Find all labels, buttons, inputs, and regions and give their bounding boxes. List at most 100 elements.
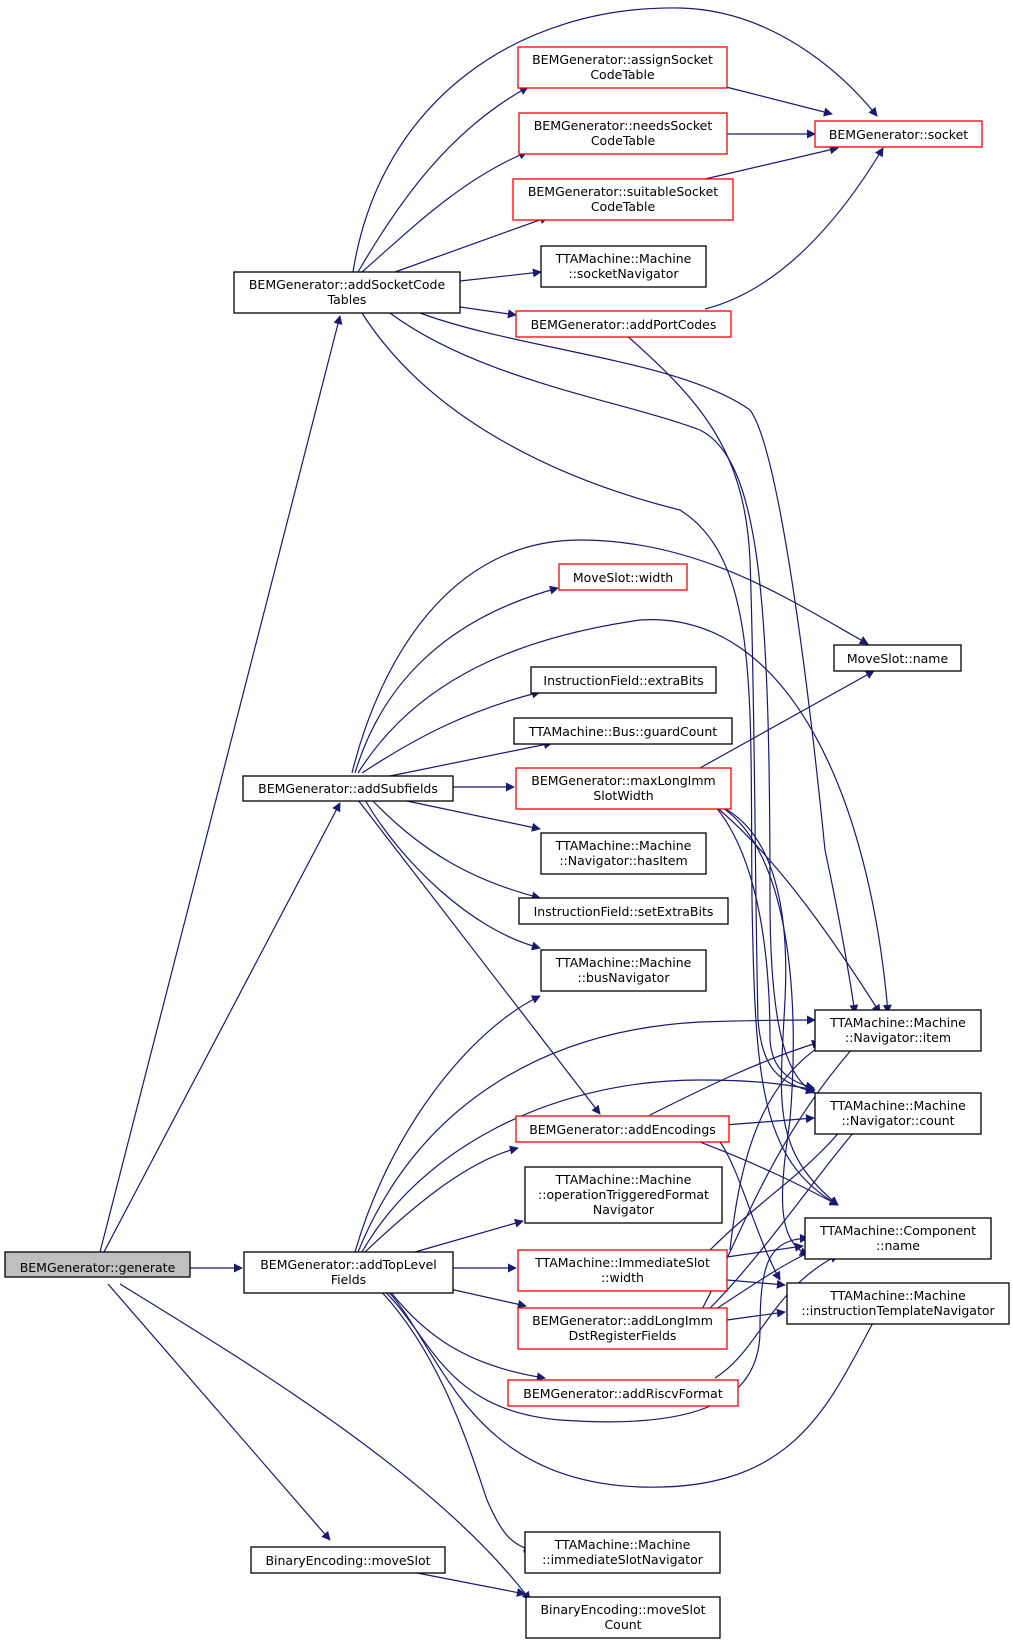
edge-addSocketCodeTables-to-socketNavigator	[459, 268, 542, 282]
node-immSlotWidth[interactable]: TTAMachine::ImmediateSlot::width	[517, 1249, 728, 1292]
node-assignSocketCodeTable-line1: BEMGenerator::assignSocket	[532, 52, 713, 67]
edge-addTopLevelFields-to-addRiscvFormat	[384, 1284, 546, 1382]
edge-addSocketCodeTables-to-needsSocketCodeTable	[361, 150, 528, 273]
edge-addSocketCodeTables-to-componentName	[361, 312, 839, 1206]
node-immSlotNavigator[interactable]: TTAMachine::Machine::immediateSlotNaviga…	[524, 1531, 721, 1574]
node-socket[interactable]: BEMGenerator::socket	[814, 120, 983, 148]
node-componentName-line1: TTAMachine::Component	[819, 1223, 976, 1238]
node-addRiscvFormat-label: BEMGenerator::addRiscvFormat	[523, 1386, 723, 1401]
edge-addSubfields-to-moveSlotName	[351, 539, 869, 774]
node-moveSlotName[interactable]: MoveSlot::name	[833, 644, 962, 672]
node-addTopLevelFields-line2: Fields	[331, 1272, 366, 1287]
edge-addTopLevelFields-to-immSlotNavigator	[374, 1284, 533, 1553]
edge-addSocketCodeTables-to-socket	[352, 7, 878, 273]
node-busNavigator[interactable]: TTAMachine::Machine::busNavigator	[540, 949, 707, 992]
node-itNavigator[interactable]: TTAMachine::Machine::instructionTemplate…	[786, 1282, 1010, 1325]
node-moveSlotCount-line2: Count	[604, 1617, 641, 1632]
node-socket-label: BEMGenerator::socket	[829, 127, 968, 142]
edge-immSlotWidth-to-navCount	[709, 1124, 846, 1251]
edge-addSocketCodeTables-to-assignSocketCodeTable	[357, 86, 529, 273]
node-hasItem[interactable]: TTAMachine::Machine::Navigator::hasItem	[540, 832, 707, 875]
edge-addLongImmDst-to-itNavigator	[726, 1308, 786, 1321]
edge-addTopLevelFields-to-componentName	[377, 1233, 809, 1423]
node-navItem-line1: TTAMachine::Machine	[829, 1015, 966, 1030]
node-socketNavigator[interactable]: TTAMachine::Machine::socketNavigator	[540, 245, 707, 288]
function-nodes: BEMGenerator::generate BEMGenerator::add…	[4, 46, 1010, 1639]
node-immSlotNavigator-line2: ::immediateSlotNavigator	[542, 1552, 704, 1567]
node-maxLongImmSlotWidth-line1: BEMGenerator::maxLongImm	[531, 773, 715, 788]
edge-generate-to-moveSlotCount	[119, 1283, 531, 1601]
node-immSlotWidth-line2: ::width	[601, 1270, 644, 1285]
node-moveSlotName-label: MoveSlot::name	[847, 651, 949, 666]
node-hasItem-line2: ::Navigator::hasItem	[559, 853, 687, 868]
edge-addPortCodes-to-socket	[704, 147, 884, 310]
edge-addSubfields-to-extraBits	[361, 689, 541, 774]
node-generate-label: BEMGenerator::generate	[20, 1260, 176, 1275]
node-componentName-line2: ::name	[876, 1238, 920, 1253]
node-navCount[interactable]: TTAMachine::Machine::Navigator::count	[814, 1092, 982, 1135]
node-addSocketCodeTables-line2: Tables	[327, 292, 367, 307]
edge-addSubfields-to-setExtraBits	[371, 799, 541, 901]
node-setExtraBits-label: InstructionField::setExtraBits	[534, 904, 714, 919]
node-otfNavigator-line2: ::operationTriggeredFormat	[538, 1187, 709, 1202]
node-needsSocketCodeTable-line1: BEMGenerator::needsSocket	[534, 118, 713, 133]
edge-addTopLevelFields-to-busNavigator	[354, 995, 541, 1253]
edge-addSocketCodeTables-to-addPortCodes	[459, 306, 517, 319]
node-navCount-line1: TTAMachine::Machine	[829, 1098, 966, 1113]
edge-maxLongImmSlotWidth-to-navItem	[714, 805, 881, 1014]
edge-addSubfields-to-moveSlotWidth	[354, 585, 559, 774]
node-guardCount-label: TTAMachine::Bus::guardCount	[528, 724, 717, 739]
node-moveSlot-label: BinaryEncoding::moveSlot	[265, 1553, 430, 1568]
node-guardCount[interactable]: TTAMachine::Bus::guardCount	[513, 717, 733, 745]
edge-immSlotWidth-to-componentName	[726, 1242, 804, 1258]
edge-addSubfields-to-navItem	[357, 619, 892, 1014]
edge-addEncodings-to-navCount	[724, 1114, 815, 1126]
node-needsSocketCodeTable-line2: CodeTable	[591, 133, 656, 148]
edge-addSocketCodeTables-to-navItem	[419, 312, 859, 1014]
edge-immSlotWidth-to-navItem	[729, 1039, 831, 1251]
edge-addSocketCodeTables-to-suitableSocketCodeTable	[394, 215, 549, 273]
node-addLongImmDst[interactable]: BEMGenerator::addLongImmDstRegisterField…	[517, 1307, 728, 1350]
node-componentName[interactable]: TTAMachine::Component::name	[804, 1217, 992, 1260]
node-addRiscvFormat[interactable]: BEMGenerator::addRiscvFormat	[507, 1379, 739, 1407]
node-setExtraBits[interactable]: InstructionField::setExtraBits	[518, 897, 729, 925]
node-moveSlotWidth-label: MoveSlot::width	[573, 570, 673, 585]
node-addPortCodes[interactable]: BEMGenerator::addPortCodes	[515, 310, 732, 338]
node-moveSlotWidth[interactable]: MoveSlot::width	[558, 563, 688, 591]
node-navItem[interactable]: TTAMachine::Machine::Navigator::item	[814, 1009, 982, 1052]
node-itNavigator-line2: ::instructionTemplateNavigator	[801, 1303, 995, 1318]
node-navItem-line2: ::Navigator::item	[845, 1030, 951, 1045]
node-assignSocketCodeTable-line2: CodeTable	[590, 67, 655, 82]
node-addSubfields-label: BEMGenerator::addSubfields	[258, 781, 438, 796]
node-suitableSocketCodeTable-line2: CodeTable	[591, 199, 656, 214]
node-generate[interactable]: BEMGenerator::generate	[4, 1251, 191, 1278]
node-addEncodings[interactable]: BEMGenerator::addEncodings	[515, 1115, 730, 1143]
edge-maxLongImmSlotWidth-to-componentName	[719, 805, 839, 1206]
edge-assignSocketCodeTable-to-socket	[725, 86, 833, 117]
node-suitableSocketCodeTable-line1: BEMGenerator::suitableSocket	[528, 184, 718, 199]
node-otfNavigator[interactable]: TTAMachine::Machine::operationTriggeredF…	[524, 1166, 723, 1224]
node-busNavigator-line1: TTAMachine::Machine	[555, 955, 692, 970]
edge-addSubfields-to-addEncodings	[357, 799, 601, 1115]
node-extraBits[interactable]: InstructionField::extraBits	[530, 666, 717, 694]
node-itNavigator-line1: TTAMachine::Machine	[829, 1288, 966, 1303]
edge-addSubfields-to-hasItem	[401, 799, 541, 832]
edge-addSocketCodeTables-to-navCount	[389, 312, 816, 1094]
edge-addTopLevelFields-to-navItem	[357, 1015, 816, 1253]
edge-addRiscvFormat-to-componentName	[714, 1254, 839, 1379]
edge-addEncodings-to-itNavigator	[719, 1141, 781, 1281]
node-extraBits-label: InstructionField::extraBits	[543, 673, 703, 688]
node-addPortCodes-label: BEMGenerator::addPortCodes	[531, 317, 717, 332]
edge-addEncodings-to-componentName	[699, 1141, 839, 1206]
node-busNavigator-line2: ::busNavigator	[578, 970, 671, 985]
node-addSubfields[interactable]: BEMGenerator::addSubfields	[242, 775, 454, 802]
node-moveSlot[interactable]: BinaryEncoding::moveSlot	[250, 1546, 446, 1574]
